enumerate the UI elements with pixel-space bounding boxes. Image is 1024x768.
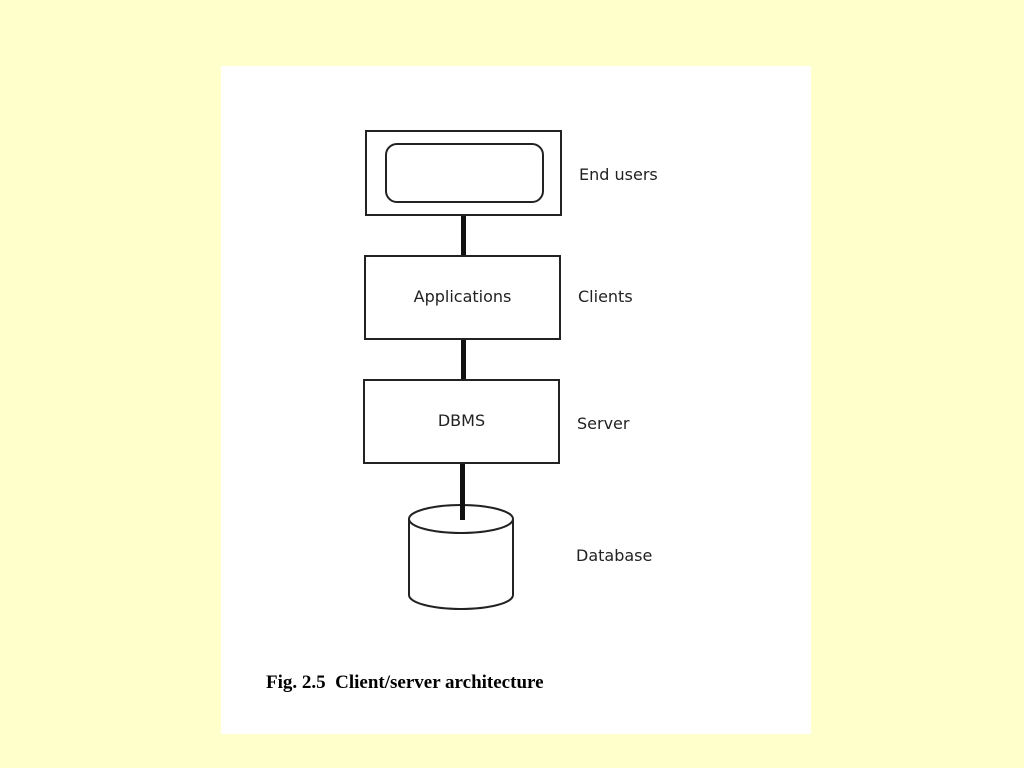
dbms-box: DBMS [363, 379, 560, 464]
connector-users-clients [461, 216, 466, 255]
applications-box-label: Applications [413, 287, 512, 306]
figure-caption: Fig. 2.5 Client/server architecture [266, 672, 544, 693]
server-label: Server [577, 414, 630, 433]
clients-label: Clients [578, 287, 633, 306]
applications-box: Applications [364, 255, 561, 340]
figure-panel: Applications DBMS End users Clients Serv… [221, 66, 811, 734]
database-label: Database [576, 546, 653, 565]
connector-server-database [460, 464, 465, 520]
end-users-label: End users [579, 165, 658, 184]
dbms-box-label: DBMS [437, 411, 486, 430]
connector-clients-server [461, 340, 466, 379]
terminal-screen [385, 143, 544, 203]
end-user-terminal [365, 130, 562, 216]
